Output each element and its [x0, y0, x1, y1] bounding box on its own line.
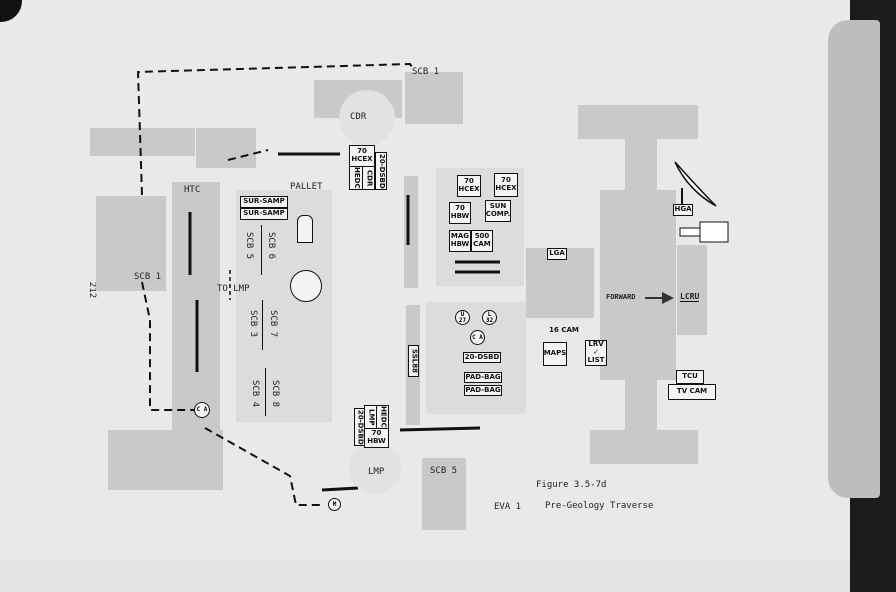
gate-hcex-2: 70 HCEX	[494, 173, 518, 197]
htc-label: HTC	[184, 185, 201, 195]
ca-left-marker: C A	[194, 402, 210, 418]
tv-cam: TV CAM	[668, 384, 716, 400]
divider	[261, 225, 262, 275]
cdr-cdr: CDR	[362, 166, 375, 190]
ssl-label: SSL88	[408, 345, 419, 377]
500mm-cam: 500 CAM	[471, 230, 493, 252]
maps: MAPS	[543, 342, 567, 366]
lga-antenna: LGA	[547, 248, 567, 260]
pallet-wheel-icon	[290, 270, 322, 302]
gate-hcex-1: 70 HCEX	[457, 175, 481, 197]
scb-4: SCB 4	[250, 380, 260, 408]
cdr-hcex: 70 HCEX	[349, 145, 375, 167]
terrain-block	[196, 128, 256, 168]
u27-marker: U 27	[455, 310, 470, 325]
sur-samp-2: SUR-SAMP	[240, 208, 288, 220]
traverse-path	[136, 62, 729, 506]
scb1-left-label: SCB 1	[134, 272, 162, 282]
terrain-block	[422, 458, 466, 530]
page-shadow	[0, 560, 850, 592]
scb-6: SCB 6	[266, 232, 276, 260]
scb1-top-label: SCB 1	[412, 67, 440, 77]
lmp-hedc: HEDC	[376, 405, 389, 429]
divider	[262, 300, 263, 350]
terrain-block	[108, 430, 223, 490]
sun-compass: SUN COMP.	[485, 200, 511, 222]
pad-bag-2: PAD-BAG	[464, 385, 502, 396]
gate-dsbd: 20-DSBD	[463, 352, 501, 363]
figure-title: Pre-Geology Traverse	[545, 501, 654, 511]
figure-eva: EVA 1	[494, 502, 522, 512]
scb-5: SCB 5	[244, 232, 254, 260]
forward-label: FORWARD	[606, 293, 636, 301]
pad-bag-1: PAD-BAG	[464, 372, 502, 383]
sur-samp-1: SUR-SAMP	[240, 196, 288, 208]
cdr-label: CDR	[350, 112, 367, 122]
pallet-label: PALLET	[290, 182, 323, 192]
scb-8: SCB 8	[270, 380, 280, 408]
lrv-side	[677, 245, 707, 335]
lrv-neck	[625, 125, 657, 455]
scb-7: SCB 7	[268, 310, 278, 338]
lrv-rear	[590, 430, 698, 464]
ca-marker: C A	[470, 330, 485, 345]
l32-marker: L 32	[482, 310, 497, 325]
pallet-canister-icon	[297, 215, 313, 243]
lmp-label: LMP	[368, 467, 385, 477]
lmp-dsbd: 20-DSBD	[354, 408, 365, 446]
pallet-area	[236, 190, 332, 422]
terrain-block	[405, 72, 463, 124]
scb-3: SCB 3	[248, 310, 258, 338]
scb5-label: SCB 5	[430, 466, 458, 476]
hga-antenna: HGA	[673, 204, 693, 216]
lmp-hbw: 70 HBW	[364, 428, 389, 448]
m-marker: M	[328, 498, 341, 511]
terrain-block	[96, 196, 166, 291]
cdr-dsbd: 20-DSBD	[375, 152, 387, 190]
mag-hbw: MAG HBW	[449, 230, 471, 252]
cdr-hedc: HEDC	[349, 166, 363, 190]
figure-number: Figure 3.5-7d	[536, 480, 607, 490]
to-lmp-label: TO LMP	[217, 284, 250, 294]
binder-tab	[828, 20, 880, 498]
16mm-cam: 16 CAM	[549, 326, 579, 335]
lrv-checklist: LRV ✓ LIST	[585, 340, 607, 366]
tcu: TCU	[676, 370, 704, 384]
lcru-label: LCRU	[680, 292, 700, 302]
divider	[265, 368, 266, 416]
terrain-block	[90, 128, 195, 156]
gate-hbw: 70 HBW	[449, 202, 471, 224]
